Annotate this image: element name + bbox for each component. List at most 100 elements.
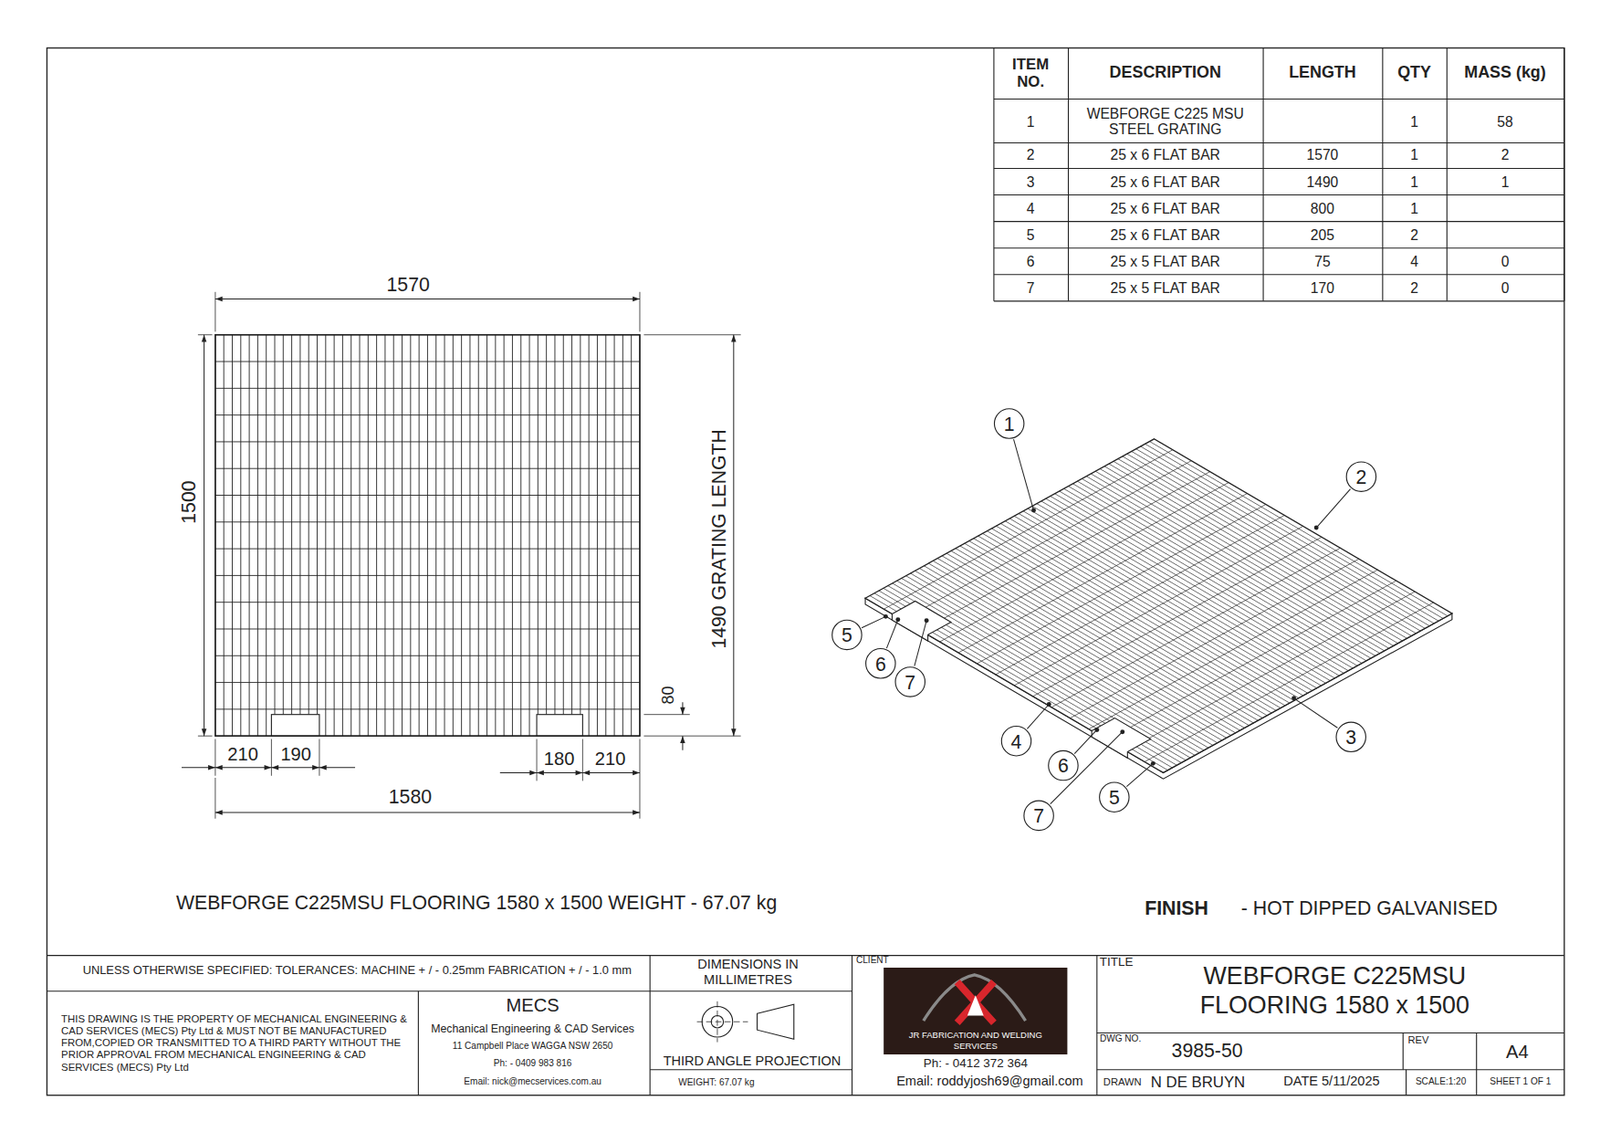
- bearing-bar: [257, 334, 259, 736]
- callout-balloon: 7: [894, 666, 926, 698]
- extension-line: [536, 739, 538, 782]
- leader-dot: [1094, 727, 1099, 733]
- leader-dot: [1046, 701, 1052, 707]
- logo-cross: [957, 982, 994, 1024]
- extension-line: [271, 739, 272, 776]
- cross-bar: [940, 482, 1229, 642]
- table-cell: 1: [1026, 113, 1036, 130]
- leader-line: [914, 620, 927, 667]
- title-block-rule: [1402, 1033, 1404, 1070]
- note-text: 11 Campbell Place WAGGA NSW 2650: [452, 1040, 614, 1052]
- dimension-text: 190: [280, 743, 312, 765]
- leader-dot: [1291, 695, 1297, 701]
- extension-line: [214, 739, 216, 776]
- callout-balloon: 1: [993, 407, 1025, 440]
- bearing-bar: [630, 334, 632, 736]
- centre-line: [716, 1001, 718, 1043]
- dimension-line: [536, 772, 583, 774]
- dimension-line: [500, 772, 537, 774]
- title-block-rule: [46, 990, 852, 992]
- table-cell: 25 x 5 FLAT BAR: [1110, 279, 1221, 296]
- note-text: UNLESS OTHERWISE SPECIFIED: TOLERANCES: …: [83, 963, 632, 978]
- table-cell: 4: [1026, 199, 1036, 217]
- callout-number: 3: [1345, 727, 1357, 747]
- table-cell: 2: [1501, 146, 1510, 164]
- note-text: SHEET 1 OF 1: [1489, 1076, 1551, 1088]
- notch: [1091, 718, 1151, 759]
- bearing-bar: [334, 334, 335, 736]
- dimension-text: 1570: [386, 273, 430, 296]
- extension-line: [214, 292, 216, 333]
- dimension-line: [203, 334, 205, 736]
- table-cell: 1: [1501, 173, 1510, 190]
- leader-dot: [1314, 525, 1319, 531]
- bearing-bar: [486, 334, 488, 736]
- callout-number: 5: [1108, 787, 1120, 807]
- bearing-bar: [359, 334, 361, 736]
- title-block-rule: [1097, 1068, 1565, 1070]
- title-block-rule: [1096, 955, 1098, 1096]
- note-text: Ph: - 0412 372 364: [923, 1056, 1028, 1070]
- table-cell: MASS (kg): [1464, 62, 1546, 83]
- callout-number: 5: [841, 625, 853, 645]
- note-text: WEIGHT: 67.07 kg: [678, 1077, 754, 1089]
- note-text: WEBFORGE C225MSU FLOORING 1580 x 1500 WE…: [176, 891, 777, 914]
- cross-bar: [1069, 558, 1359, 718]
- table-rule: [1263, 48, 1265, 302]
- notch: [271, 714, 320, 736]
- dimension-line: [319, 766, 356, 768]
- note-text: DATE 5/11/2025: [1283, 1074, 1380, 1090]
- bearing-bar: [520, 334, 522, 736]
- table-rule: [993, 98, 1565, 100]
- extension-line: [198, 334, 213, 335]
- leader-line: [1294, 698, 1339, 728]
- leader-dot: [1150, 761, 1156, 766]
- callout-balloon: 6: [865, 648, 897, 680]
- table-rule: [993, 47, 1565, 49]
- table-cell: 1490: [1306, 173, 1339, 190]
- table-cell: 25 x 6 FLAT BAR: [1110, 199, 1221, 217]
- table-cell: 58: [1496, 113, 1513, 130]
- bearing-bar: [418, 334, 420, 736]
- table-rule: [993, 142, 1565, 144]
- bearing-bar: [240, 334, 241, 736]
- table-cell: 800: [1310, 199, 1335, 217]
- title-block-rule: [46, 954, 1564, 956]
- table-rule: [993, 220, 1565, 222]
- bearing-bar: [478, 334, 480, 736]
- grating-outline: [215, 334, 640, 736]
- table-cell: 1: [1410, 113, 1419, 130]
- note-text: THIRD ANGLE PROJECTION: [663, 1053, 842, 1069]
- cross-bar: [958, 493, 1247, 653]
- bearing-bar: [231, 334, 233, 736]
- leader-line: [861, 616, 886, 628]
- table-cell: 25 x 6 FLAT BAR: [1110, 226, 1221, 243]
- title-block-rule: [418, 991, 419, 1096]
- bearing-bar: [316, 334, 318, 736]
- extension-line: [638, 292, 640, 333]
- note-text: JR FABRICATION AND WELDING SERVICES: [904, 1031, 1048, 1052]
- cross-bar: [1126, 591, 1415, 751]
- bearing-bar: [409, 334, 411, 736]
- bearing-bar: [512, 334, 513, 736]
- callout-number: 7: [904, 671, 916, 691]
- dimension-text: 80: [658, 685, 679, 704]
- title-block-rule: [649, 1068, 852, 1070]
- bearing-bar: [367, 334, 369, 736]
- callout-number: 7: [1033, 805, 1045, 826]
- extension-line: [318, 739, 320, 776]
- bearing-bar: [265, 334, 267, 736]
- cross-bar: [215, 627, 640, 629]
- table-cell: 25 x 6 FLAT BAR: [1110, 173, 1221, 190]
- title-block-rule: [649, 955, 651, 1096]
- table-rule: [1446, 48, 1448, 302]
- drawing-title: WEBFORGE C225MSU FLOORING 1580 x 1500: [1166, 962, 1504, 1019]
- dimension-line: [215, 298, 640, 300]
- cross-bar: [215, 655, 640, 657]
- callout-balloon: 6: [1047, 750, 1079, 782]
- dimension-line: [181, 766, 216, 768]
- cross-bar: [215, 548, 640, 550]
- cross-bar: [215, 468, 640, 470]
- note-text: THIS DRAWING IS THE PROPERTY OF MECHANIC…: [61, 1013, 408, 1074]
